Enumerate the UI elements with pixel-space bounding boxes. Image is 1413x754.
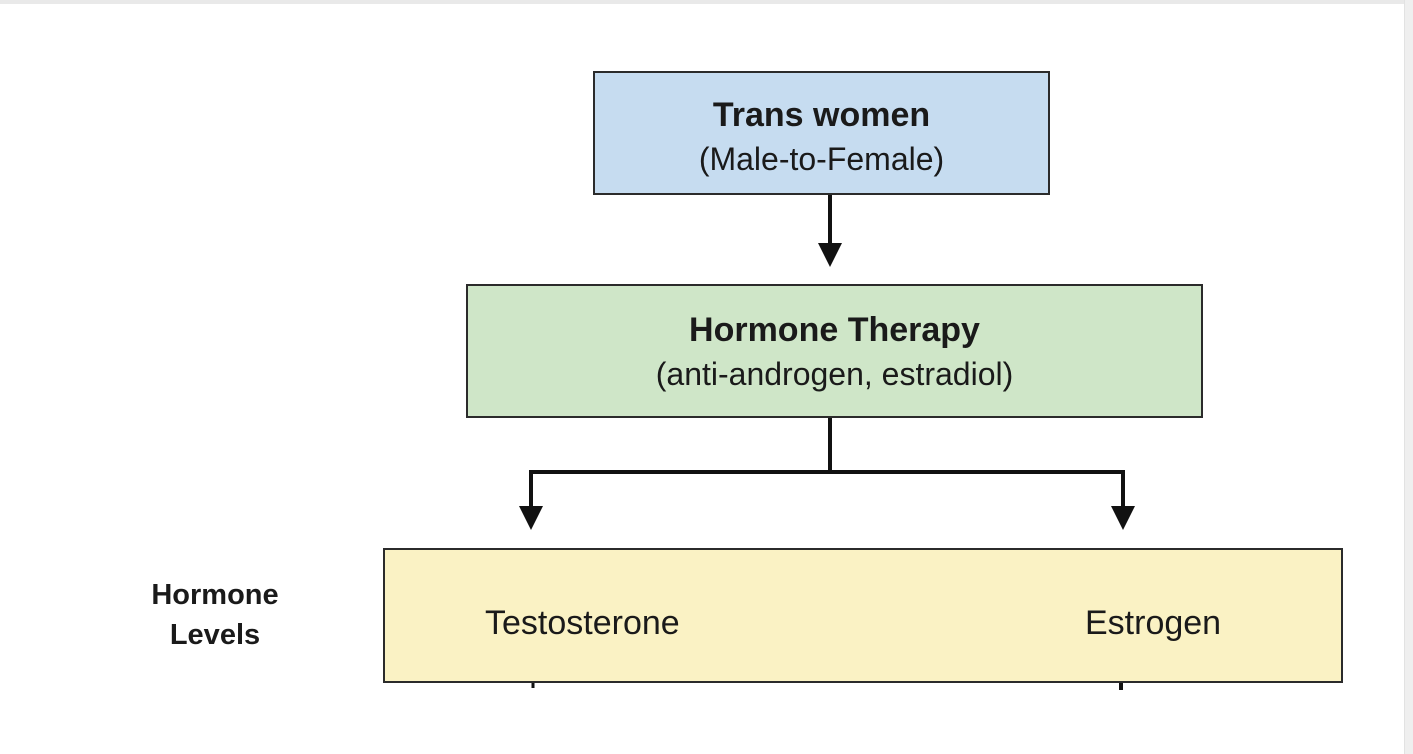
node-trans-women: Trans women (Male-to-Female) <box>593 71 1050 195</box>
level-estrogen: Estrogen <box>1085 604 1222 642</box>
top-border <box>0 0 1413 4</box>
right-scroll-edge <box>1404 0 1413 754</box>
hormone-levels-label: Hormone Levels <box>120 575 310 655</box>
node-hormone-therapy-subtitle: (anti-androgen, estradiol) <box>655 356 1014 392</box>
arrowhead-trans-to-therapy <box>818 243 842 267</box>
hormone-levels-label-line1: Hormone <box>151 579 279 611</box>
node-hormone-therapy: Hormone Therapy (anti-androgen, estradio… <box>466 284 1203 418</box>
node-trans-women-title: Trans women <box>712 96 931 134</box>
hormone-levels-label-line2: Levels <box>169 619 261 651</box>
node-hormone-therapy-title: Hormone Therapy <box>689 311 980 349</box>
level-testosterone: Testosterone <box>485 604 680 642</box>
arrowhead-to-testosterone <box>519 506 543 530</box>
arrowhead-to-estrogen <box>1111 506 1135 530</box>
node-hormone-levels: Testosterone Estrogen <box>383 548 1343 683</box>
node-trans-women-subtitle: (Male-to-Female) <box>698 141 945 177</box>
